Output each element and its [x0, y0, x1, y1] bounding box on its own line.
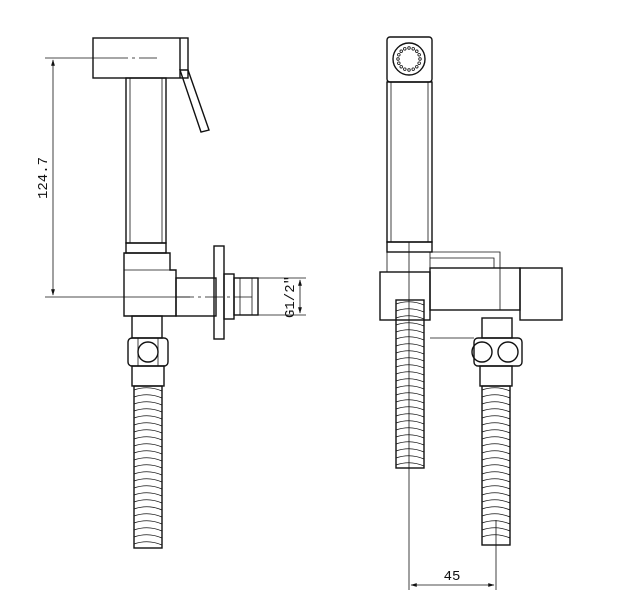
front-view	[379, 36, 563, 590]
holder-front	[379, 271, 431, 321]
height-label: 124.7	[36, 157, 52, 199]
nozzle-icon	[392, 42, 426, 76]
handle-body-front	[386, 81, 433, 243]
threaded-connector	[233, 277, 259, 316]
hose-left	[133, 385, 163, 549]
trigger-lever	[179, 69, 210, 133]
height-dimension: 124.7	[36, 57, 190, 298]
thread-dimension: G1/2"	[258, 276, 306, 318]
handle-body	[125, 77, 167, 244]
holder-bracket	[123, 252, 177, 317]
valve-body	[429, 267, 521, 311]
thread-label: G1/2"	[283, 276, 299, 318]
side-view	[92, 37, 259, 549]
hose-front-right	[481, 385, 511, 546]
spacing-label: 45	[444, 569, 461, 585]
hose-front-left	[395, 299, 425, 469]
spacing-dimension: 45	[410, 569, 495, 587]
